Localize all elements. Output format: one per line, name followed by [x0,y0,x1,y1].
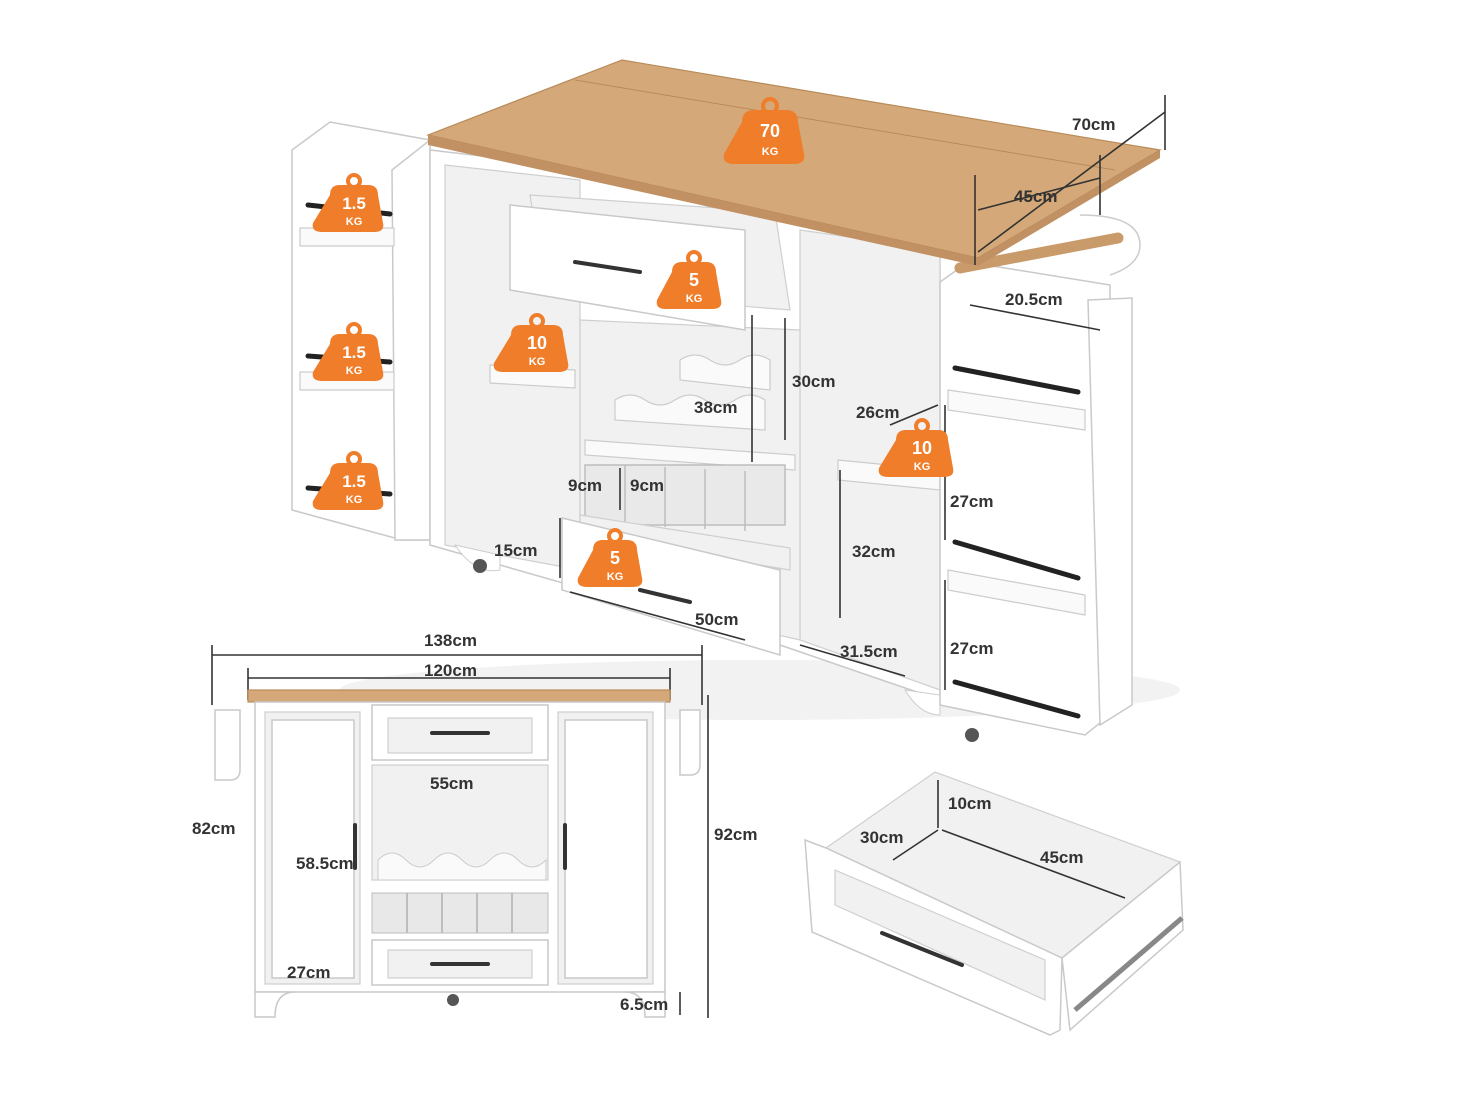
label-wine-inner-width: 55cm [430,774,473,793]
badge-spice-bottom-value: 1.5 [342,472,366,491]
badge-drawer-bottom-value: 5 [610,548,620,568]
label-total-width: 138cm [424,631,477,650]
badge-spice-top-unit: KG [346,216,363,228]
badge-drawer-top-unit: KG [686,293,703,305]
label-top-depth: 70cm [1072,115,1115,134]
badge-left-shelf-unit: KG [529,356,546,368]
label-rack-gap-upper: 27cm [950,492,993,511]
weight-badge-spice-bottom: 1.5 KG [312,451,384,510]
badge-right-shelf-value: 10 [912,438,932,458]
label-rack-gap-lower: 27cm [950,639,993,658]
label-drawer-depth-h: 10cm [948,794,991,813]
weight-badge-left-shelf: 10 KG [493,313,569,372]
label-wine-height: 30cm [792,372,835,391]
label-wine-width: 38cm [694,398,737,417]
label-door-height: 58.5cm [296,854,354,873]
label-drawer-inner-width: 45cm [1040,848,1083,867]
badge-spice-bottom-unit: KG [346,494,363,506]
label-door-width: 27cm [287,963,330,982]
upper-dimension-lines [559,95,1166,690]
right-spice-rack [939,261,1133,742]
badge-spice-mid-value: 1.5 [342,343,366,362]
badge-top-value: 70 [760,121,780,141]
badge-top-unit: KG [762,146,779,158]
badge-drawer-bottom-unit: KG [607,571,624,583]
badge-left-shelf-value: 10 [527,333,547,353]
towel-bar [954,214,1141,276]
label-cabinet-height: 32cm [852,542,895,561]
weight-badge-top: 70 KG [723,97,805,164]
label-cabinet-depth: 31.5cm [840,642,898,661]
weight-badge-spice-top: 1.5 KG [312,173,384,232]
badge-spice-top-value: 1.5 [342,194,366,213]
label-total-height: 92cm [714,825,757,844]
label-shelf-depth: 26cm [856,403,899,422]
weight-badge-right-shelf: 10 KG [878,418,954,477]
label-cubby-width: 9cm [568,476,602,495]
label-drawer-inner-depth: 30cm [860,828,903,847]
label-body-height: 82cm [192,819,235,838]
label-body-width: 120cm [424,661,477,680]
badge-right-shelf-unit: KG [914,461,931,473]
upper-dimension-labels: 70cm 45cm 20.5cm 30cm 38cm 26cm 9cm 9cm … [494,115,1115,661]
badge-spice-mid-unit: KG [346,365,363,377]
front-elevation: 138cm 120cm 55cm 82cm 92cm 58.5cm 27cm 6… [192,631,757,1018]
weight-badge-drawer-bottom: 5 KG [577,528,643,587]
label-drawer-width: 50cm [695,610,738,629]
label-cubby-height: 9cm [630,476,664,495]
weight-badge-spice-mid: 1.5 KG [312,322,384,381]
label-leaf-depth: 45cm [1014,187,1057,206]
badge-drawer-top-value: 5 [689,270,699,290]
label-clearance: 6.5cm [620,995,668,1014]
label-rack-width: 20.5cm [1005,290,1063,309]
label-leg-height: 15cm [494,541,537,560]
weight-badge-drawer-top: 5 KG [656,250,722,309]
drawer-detail: 10cm 30cm 45cm [804,771,1184,1036]
